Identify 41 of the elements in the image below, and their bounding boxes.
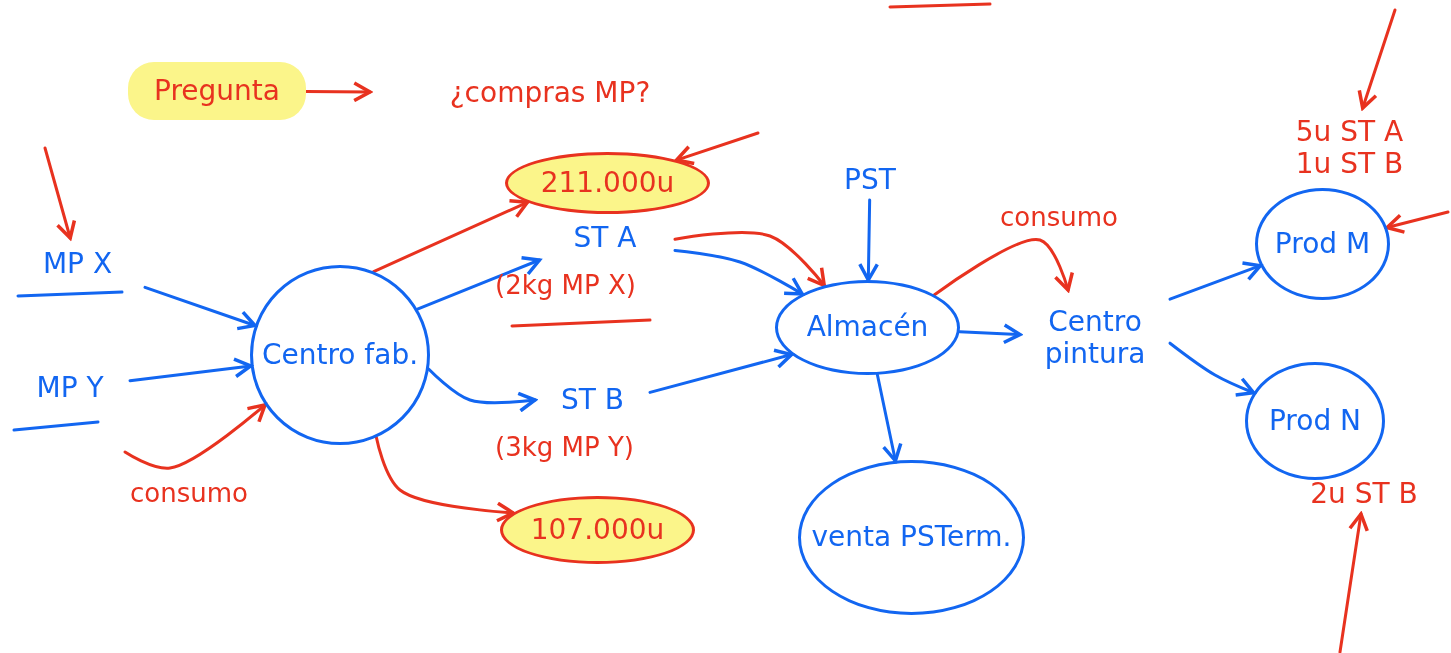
arrow	[427, 367, 537, 413]
pointer-arrow	[43, 146, 77, 240]
note-text: (2kg MP X)	[495, 270, 636, 300]
pointer-arrow	[123, 403, 267, 470]
process-circle: Centro fab.	[250, 265, 430, 445]
pointer-arrow	[674, 131, 760, 166]
arrow	[374, 435, 515, 523]
arrow	[143, 285, 257, 331]
arrow	[875, 373, 903, 463]
arrow	[673, 248, 804, 296]
highlighted-note: Pregunta	[128, 62, 306, 120]
node-text: ST B	[535, 378, 650, 422]
pointer-arrow	[1357, 8, 1397, 110]
arrow	[128, 357, 253, 383]
pointer-arrow	[1338, 512, 1369, 653]
highlighted-ellipse: 107.000u	[500, 496, 695, 564]
arrow	[673, 231, 826, 288]
process-ellipse: Almacén	[775, 280, 960, 375]
node-text: 5u ST A	[1295, 115, 1404, 148]
process-ellipse: Prod M	[1255, 188, 1390, 300]
node-text: ST A	[535, 216, 675, 260]
arrow	[1168, 261, 1263, 301]
arrow	[416, 256, 542, 311]
arrow	[372, 199, 530, 274]
process-ellipse: Prod N	[1245, 362, 1385, 480]
arrow	[1168, 341, 1256, 397]
node-text: PST	[825, 160, 915, 200]
node-text: MP X	[10, 238, 145, 290]
arrow	[933, 238, 1074, 297]
node-text: MP Y	[10, 362, 130, 414]
node-text: 1u ST B	[1295, 148, 1404, 181]
node-text: Centro pintura	[1020, 290, 1170, 386]
process-ellipse: venta PSTerm.	[798, 460, 1025, 615]
pointer-arrow	[1385, 210, 1450, 234]
arrow	[304, 81, 372, 103]
highlighted-ellipse: 211.000u	[505, 152, 710, 214]
note-text: (3kg MP Y)	[495, 432, 634, 462]
arrow	[958, 323, 1022, 345]
arrow	[858, 198, 880, 282]
node-text: ¿compras MP?	[370, 68, 730, 118]
arrow	[648, 348, 794, 394]
